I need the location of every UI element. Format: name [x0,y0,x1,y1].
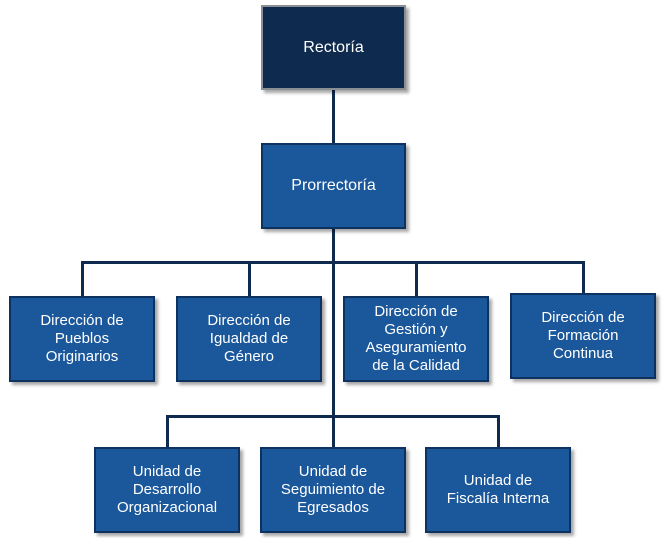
connector-direction-1 [81,261,84,297]
node-unidad-desarrollo-organizacional: Unidad de Desarrollo Organizacional [94,447,240,533]
connector-root-to-prorrectoria [332,90,335,144]
connector-prorrectoria-trunk [332,228,335,418]
node-unidad-fiscalia-interna: Unidad de Fiscalía Interna [425,447,571,533]
node-direccion-pueblos-originarios: Dirección de Pueblos Originarios [9,296,155,382]
connector-direction-4 [582,261,585,293]
connector-directions-bus [81,261,585,264]
node-unidad-seguimiento-egresados: Unidad de Seguimiento de Egresados [260,447,406,533]
node-direccion-igualdad-genero: Dirección de Igualdad de Género [176,296,322,382]
connector-unit-1 [166,415,169,448]
node-prorrectoria: Prorrectoría [261,143,406,229]
node-direccion-formacion-continua: Dirección de Formación Continua [510,293,656,379]
connector-unit-3 [497,415,500,448]
node-direccion-gestion-calidad: Dirección de Gestión y Aseguramiento de … [343,296,489,382]
connector-direction-3 [415,261,418,297]
connector-unit-2 [332,415,335,448]
node-rectoria: Rectoría [261,5,406,90]
connector-direction-2 [248,261,251,297]
